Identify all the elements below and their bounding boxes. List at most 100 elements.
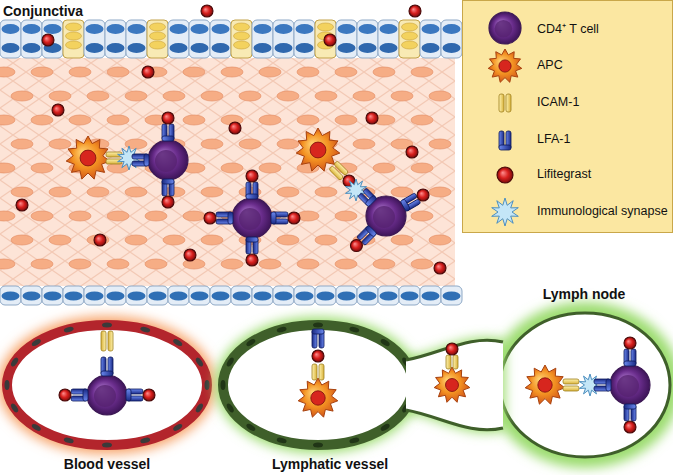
channel-wall bbox=[406, 410, 503, 430]
lifitegrast-dot bbox=[446, 343, 458, 355]
epithelial-nucleus bbox=[443, 24, 461, 34]
stromal-nucleus bbox=[429, 91, 451, 101]
epithelial-nucleus bbox=[275, 43, 293, 53]
node-capsule bbox=[500, 313, 670, 457]
lfa-1-base bbox=[499, 145, 511, 150]
epithelial-nucleus bbox=[23, 24, 41, 34]
basal-nucleus bbox=[44, 292, 62, 301]
region-label-box: Lymphatic vessel bbox=[225, 318, 435, 473]
epithelial-nucleus bbox=[170, 43, 188, 53]
epithelial-nucleus bbox=[422, 43, 440, 53]
basal-nucleus bbox=[401, 292, 419, 301]
t-cell-nucleus bbox=[94, 385, 116, 407]
basal-cell bbox=[0, 286, 21, 305]
icam-1 bbox=[106, 152, 122, 164]
basal-nucleus bbox=[317, 292, 335, 301]
basal-cell bbox=[84, 286, 105, 305]
icam-1 bbox=[499, 94, 511, 112]
lifitegrast-dot bbox=[94, 234, 106, 246]
mucin-granule bbox=[234, 32, 250, 40]
lfa-1-base bbox=[624, 361, 636, 366]
basal-nucleus bbox=[422, 292, 440, 301]
stromal-nucleus bbox=[201, 91, 223, 101]
endothelial-cell bbox=[63, 326, 74, 333]
mucin-granule bbox=[234, 23, 250, 31]
endothelial-cell bbox=[31, 338, 42, 347]
lifitegrast-dot bbox=[288, 212, 300, 224]
icam-1-arm bbox=[101, 331, 106, 351]
epithelial-nucleus bbox=[380, 24, 398, 34]
region-label: Lymph node bbox=[495, 286, 673, 302]
stromal-nucleus bbox=[429, 235, 451, 245]
basal-cell bbox=[399, 286, 420, 305]
stromal-nucleus bbox=[297, 67, 319, 77]
basal-cell bbox=[420, 286, 441, 305]
lfa-1 bbox=[126, 389, 143, 401]
stromal-nucleus bbox=[87, 187, 109, 197]
stromal-nucleus bbox=[31, 211, 53, 221]
epithelial-cell bbox=[84, 20, 105, 58]
apc-cell bbox=[298, 378, 338, 417]
endothelial-cell bbox=[194, 402, 204, 413]
endothelial-cell bbox=[172, 423, 183, 432]
lfa-1 bbox=[101, 357, 113, 376]
stromal-nucleus bbox=[183, 211, 205, 221]
lfa-1-base bbox=[365, 195, 377, 207]
immunological-synapse bbox=[492, 198, 519, 226]
region-label: Blood vessel bbox=[2, 456, 212, 472]
stromal-nucleus bbox=[11, 235, 33, 245]
lifitegrast-dot bbox=[184, 249, 196, 261]
goblet-cell bbox=[399, 20, 420, 58]
basal-cell bbox=[336, 286, 357, 305]
lymphatic-vessel-figure bbox=[221, 323, 506, 448]
stromal-nucleus bbox=[69, 67, 91, 77]
stromal-nucleus bbox=[315, 91, 337, 101]
stromal-nucleus bbox=[183, 115, 205, 125]
icam-1 bbox=[446, 355, 458, 369]
lfa-1-base bbox=[400, 199, 410, 212]
lifitegrast-dot bbox=[350, 240, 362, 252]
icam-1-arm bbox=[499, 94, 504, 112]
legend-label: APC bbox=[537, 58, 563, 72]
lifitegrast-dot bbox=[406, 146, 418, 158]
stromal-nucleus bbox=[107, 211, 129, 221]
endothelial-cell bbox=[225, 402, 235, 413]
stromal-nucleus bbox=[239, 91, 261, 101]
epithelial-nucleus bbox=[128, 43, 146, 53]
stromal-nucleus bbox=[373, 259, 395, 269]
apc-cell bbox=[434, 367, 470, 402]
apc-body bbox=[296, 128, 340, 171]
stromal-nucleus bbox=[411, 259, 433, 269]
epithelial-nucleus bbox=[296, 43, 314, 53]
epithelial-nucleus bbox=[23, 43, 41, 53]
stromal-nucleus bbox=[183, 259, 205, 269]
icam-1 bbox=[312, 364, 324, 380]
endothelial-cell bbox=[380, 338, 391, 348]
icam-1-arm bbox=[506, 94, 511, 112]
apc-nucleus bbox=[499, 60, 511, 72]
epithelial-nucleus bbox=[44, 24, 62, 34]
stromal-nucleus bbox=[259, 259, 281, 269]
lifitegrast-dot bbox=[497, 167, 513, 183]
stromal-nucleus bbox=[373, 163, 395, 173]
stromal-nucleus bbox=[221, 163, 243, 173]
basal-nucleus bbox=[254, 292, 272, 301]
epithelial-nucleus bbox=[359, 43, 377, 53]
apc-nucleus bbox=[80, 150, 96, 166]
t-cell-body bbox=[489, 12, 521, 44]
basal-cell bbox=[189, 286, 210, 305]
stromal-nucleus bbox=[49, 139, 71, 149]
icam-1-arm bbox=[312, 364, 317, 380]
stromal-nucleus bbox=[315, 187, 337, 197]
epithelial-nucleus bbox=[191, 43, 209, 53]
t-cell-body bbox=[232, 198, 272, 238]
basal-nucleus bbox=[359, 292, 377, 301]
basal-cell bbox=[252, 286, 273, 305]
basal-cell bbox=[231, 286, 252, 305]
epithelial-cell bbox=[273, 20, 294, 58]
stromal-nucleus bbox=[31, 115, 53, 125]
stromal-nucleus bbox=[335, 211, 357, 221]
